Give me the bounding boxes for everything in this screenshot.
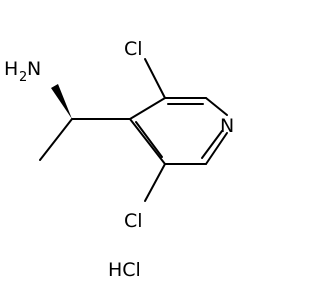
amine-subscript-label: 2 bbox=[19, 70, 27, 85]
structure-canvas: H 2 N Cl Cl N HCl bbox=[4, 38, 234, 281]
top-chlorine-label: Cl bbox=[124, 38, 143, 60]
bottom-chlorine-label: Cl bbox=[124, 210, 143, 232]
bond-chiral-methyl bbox=[39, 118, 73, 161]
bond-c4-c3 bbox=[129, 97, 166, 120]
molecule-drawing: H 2 N Cl Cl N HCl bbox=[4, 38, 234, 281]
salt-label: HCl bbox=[108, 259, 141, 281]
amine-nitrogen-label: N bbox=[27, 58, 41, 80]
bond-c5-c4 bbox=[129, 118, 166, 165]
bond-c2-n1 bbox=[205, 97, 228, 116]
stereo-wedge-bond bbox=[51, 84, 72, 119]
bond-n1-c6-double bbox=[201, 130, 223, 159]
bond-c5-c4-double bbox=[135, 121, 163, 158]
ring-nitrogen-label: N bbox=[220, 115, 234, 137]
bond-c3-cl bbox=[144, 58, 166, 99]
amine-hydrogen-label: H bbox=[4, 58, 18, 80]
bond-c5-cl bbox=[144, 163, 166, 202]
bond-n1-c6 bbox=[205, 132, 228, 165]
